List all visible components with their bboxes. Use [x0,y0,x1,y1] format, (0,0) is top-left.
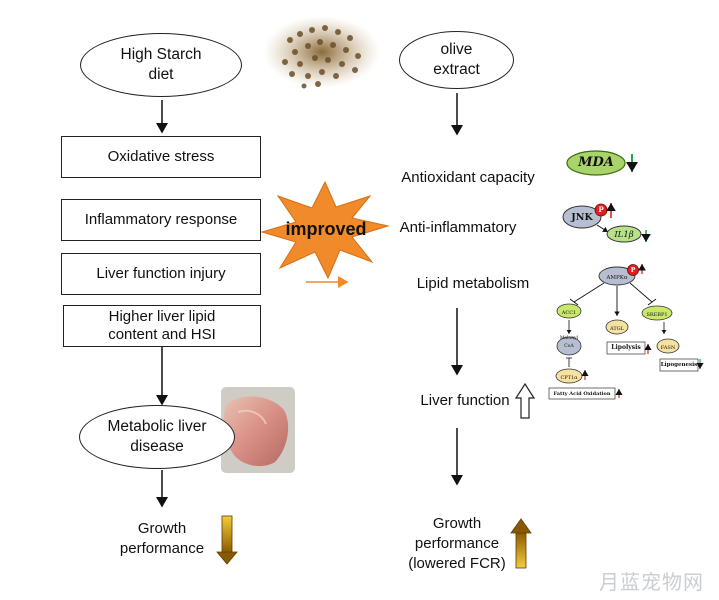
liver-lipid-box: Higher liver lipid content and HSI [63,305,261,347]
growth-up-arrow [510,518,532,569]
malonyl-label: Malonyl CoA [559,336,579,349]
inflammatory-response-label: Inflammatory response [84,211,238,228]
liver-function-label: Liver function [420,392,510,409]
jnk-p-label: P [598,205,604,214]
cpt1a-label: CPT1α [560,375,578,381]
ampk-label: AMPKα [606,275,628,281]
right-growth-performance: Growth performance (lowered FCR) [408,515,506,572]
liver-function-injury-label: Liver function injury [96,265,226,282]
inflammatory-response-box: Inflammatory response [61,199,261,241]
mda-inset [566,150,638,176]
srebp1-label: SREBP1 [646,312,668,318]
olive-extract-label: olive extract [433,41,480,78]
ampk-inset [548,264,704,400]
antioxidant-capacity-label: Antioxidant capacity [401,169,535,186]
atgl-label: ATGL [610,326,624,332]
metabolic-liver-disease-label: Metabolic liver disease [107,418,207,455]
high-starch-diet-label: High Starch diet [120,46,202,83]
jnk-label: JNK [571,212,593,223]
fasn-label: FASN [660,345,676,351]
left-growth-performance: Growth performance [119,520,205,557]
ampk-p-label: P [630,267,636,274]
anti-inflammatory-label: Anti-inflammatory [399,219,517,236]
improved-label: improved [285,219,367,239]
olive-extract-oval: olive extract [399,31,514,89]
metabolic-liver-disease-oval: Metabolic liver disease [79,405,235,469]
liver-photo [221,387,295,473]
lipolysis-label: Lipolysis [611,344,641,351]
olive-seed-image [264,16,380,89]
lipogenesis-label: Lipogenesis [660,362,698,368]
liver-function-injury-box: Liver function injury [61,253,261,295]
high-starch-diet-oval: High Starch diet [80,33,242,97]
liver-lipid-label: Higher liver lipid content and HSI [108,308,216,343]
liver-hollow-up-arrow [514,382,536,419]
mda-label: MDA [578,155,614,170]
growth-down-arrow [216,515,238,565]
fatty-acid-oxidation-label: Fatty Acid Oxidation [553,391,611,397]
lipid-metabolism-label: Lipid metabolism [416,275,530,292]
oxidative-stress-label: Oxidative stress [107,148,215,165]
oxidative-stress-box: Oxidative stress [61,136,261,178]
acc1-label: ACC1 [561,310,577,316]
watermark: 月蓝宠物网 [599,570,704,594]
jnk-inset [562,203,651,243]
improved-starburst-shape [260,180,390,280]
il1b-label: IL1β [614,230,634,240]
